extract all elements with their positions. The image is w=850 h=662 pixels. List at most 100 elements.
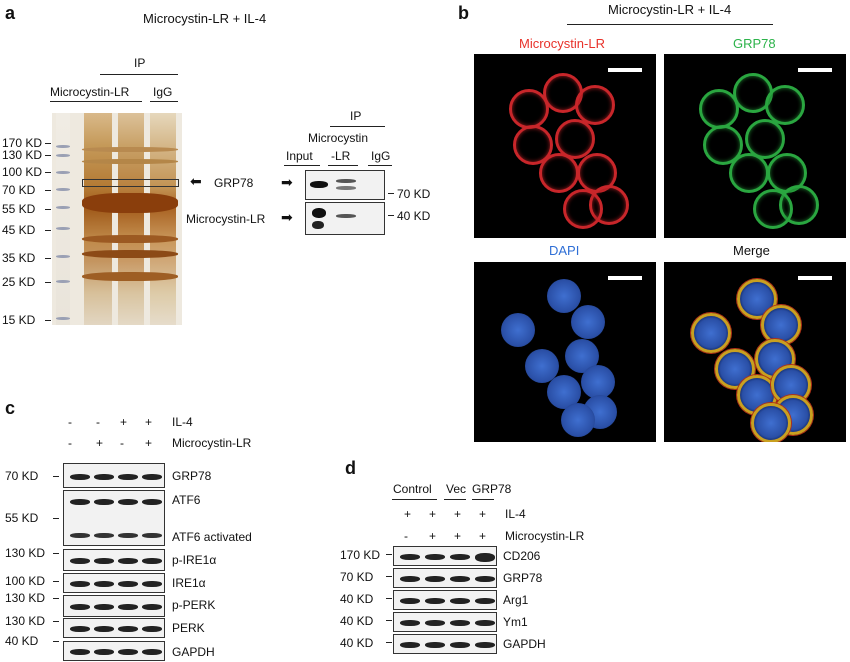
- gel-marker-tick: [45, 258, 51, 259]
- blot-marker-tick: [386, 576, 392, 577]
- blot-band: [70, 474, 90, 480]
- micro-label-mclr: Microcystin-LR: [519, 36, 605, 51]
- blot-label: GAPDH: [172, 645, 215, 659]
- blot-band: [94, 626, 114, 632]
- treatment-sign: +: [479, 507, 487, 521]
- treatment-label: IL-4: [172, 415, 193, 429]
- blot-label: p-IRE1α: [172, 553, 217, 567]
- blot-band: [450, 642, 470, 648]
- blot-band: [70, 581, 90, 587]
- scale-bar: [798, 68, 832, 72]
- inset-arrow-icon-2: ➡: [281, 209, 293, 225]
- blot-band: [400, 620, 420, 626]
- blot-label: PERK: [172, 621, 205, 635]
- blot-band: [475, 620, 495, 626]
- panel-a-lane-mc: Microcystin-LR: [50, 85, 130, 99]
- blot-label: Ym1: [503, 615, 528, 629]
- blot-band: [118, 626, 138, 632]
- inset-igg-line: [368, 165, 392, 166]
- inset-input-line: [284, 165, 320, 166]
- micro-label-merge: Merge: [733, 243, 770, 258]
- treatment-sign: +: [479, 529, 487, 543]
- inset-lane-mc-2: -LR: [331, 149, 351, 163]
- gel-marker-tick: [45, 320, 51, 321]
- blot-marker: 40 KD: [340, 614, 374, 628]
- blot-band: [118, 604, 138, 610]
- cell: [691, 313, 731, 353]
- blot-marker: 130 KD: [5, 591, 46, 605]
- inset-arrow-icon-1: ➡: [281, 174, 293, 190]
- blot-band: [142, 581, 162, 587]
- blot-band: [70, 626, 90, 632]
- blot-marker: 100 KD: [5, 574, 46, 588]
- blot-label: GRP78: [172, 469, 212, 483]
- micrograph-merge: [664, 262, 846, 442]
- blot-gapdh: [393, 634, 497, 654]
- panel-a-title: Microcystin-LR + IL-4: [143, 11, 267, 26]
- blot-label: p-PERK: [172, 598, 216, 612]
- panel-d-group-vec-line: [444, 499, 466, 500]
- inset-mc-line: [328, 165, 358, 166]
- cell: [547, 279, 581, 313]
- cell: [561, 403, 595, 437]
- blot-ire1-: [63, 573, 165, 593]
- blot-band: [475, 642, 495, 648]
- gel-marker-label: 25 KD: [2, 275, 36, 289]
- blot-band: [400, 554, 420, 560]
- blot-marker-tick: [53, 581, 59, 582]
- panel-a-ip-label: IP: [134, 56, 146, 70]
- blot-marker: 70 KD: [5, 469, 39, 483]
- blot-band: [142, 626, 162, 632]
- panel-a-letter: a: [5, 3, 16, 23]
- panel-d-group-grp78-line: [472, 499, 494, 500]
- blot-band: [70, 533, 90, 538]
- blot-p-perk: [63, 595, 165, 617]
- blot-band: [400, 642, 420, 648]
- cell: [501, 313, 535, 347]
- cell: [555, 119, 595, 159]
- blot-label: GAPDH: [503, 637, 546, 651]
- blot-band: [425, 598, 445, 604]
- treatment-sign: +: [145, 415, 153, 429]
- inset-lane-igg: IgG: [371, 149, 391, 163]
- inset-tick-40: [388, 215, 394, 216]
- blot-marker: 55 KD: [5, 511, 39, 525]
- blot-marker: 70 KD: [340, 570, 374, 584]
- blot-band: [118, 649, 138, 655]
- blot-band: [142, 604, 162, 610]
- blot-band: [70, 558, 90, 564]
- inset-row-label-mclr: Microcystin-LR: [186, 212, 266, 226]
- gel-marker-tick: [45, 172, 51, 173]
- scale-bar: [608, 68, 642, 72]
- blot-label: ATF6 activated: [172, 530, 252, 544]
- blot-band: [94, 499, 114, 505]
- gel-marker-tick: [45, 209, 51, 210]
- blot-label: Arg1: [503, 593, 529, 607]
- blot-band: [425, 620, 445, 626]
- blot-marker-tick: [53, 476, 59, 477]
- panel-a-ip-line: [100, 74, 178, 75]
- inset-ip-line: [330, 126, 385, 127]
- cell: [513, 125, 553, 165]
- panel-d-group-control-line: [392, 499, 437, 500]
- blot-band: [450, 598, 470, 604]
- blot-band: [142, 533, 162, 538]
- treatment-sign: -: [404, 529, 408, 543]
- blot-marker: 130 KD: [5, 614, 46, 628]
- blot-band: [118, 533, 138, 538]
- panel-c-letter: c: [5, 398, 16, 418]
- cell: [703, 125, 743, 165]
- inset-lane-mc-1: Microcystin: [308, 131, 369, 145]
- blot-band: [142, 499, 162, 505]
- panel-a-lane-igg-line: [150, 101, 178, 102]
- blot-marker: 40 KD: [340, 636, 374, 650]
- blot-marker-tick: [386, 554, 392, 555]
- inset-ip-label: IP: [350, 109, 362, 123]
- treatment-sign: +: [429, 507, 437, 521]
- blot-band: [118, 558, 138, 564]
- cell: [575, 85, 615, 125]
- blot-band: [70, 649, 90, 655]
- silver-stain-gel: [52, 113, 182, 325]
- cell: [729, 153, 769, 193]
- blot-perk: [63, 618, 165, 638]
